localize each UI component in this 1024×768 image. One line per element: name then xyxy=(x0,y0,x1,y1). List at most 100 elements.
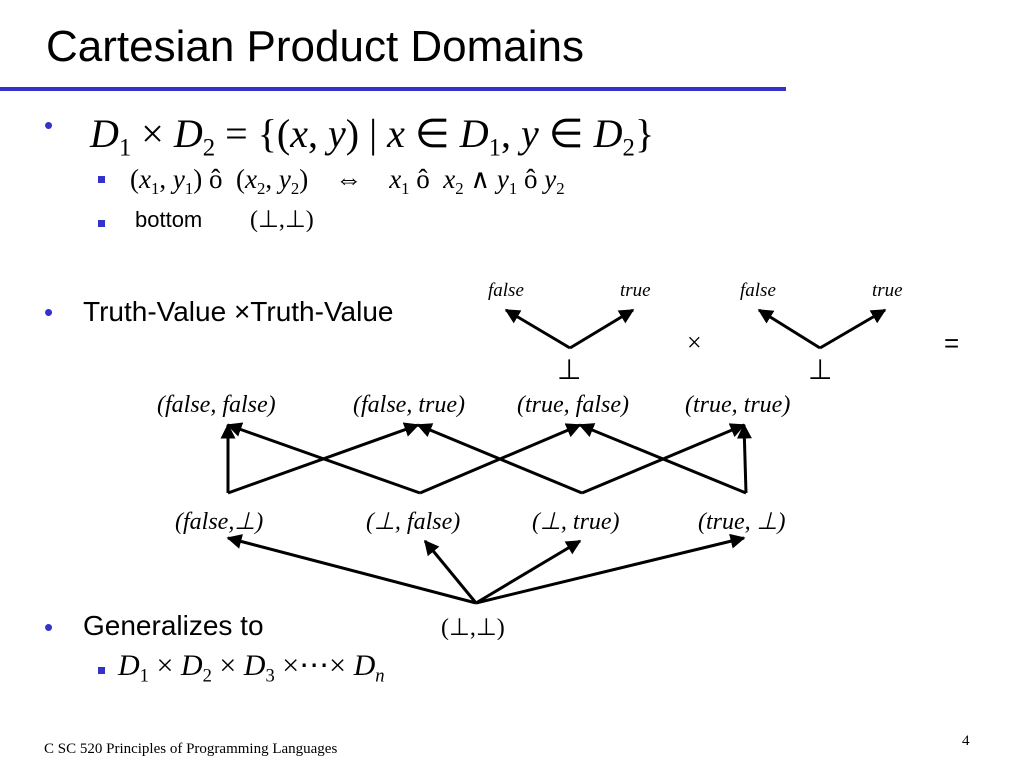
lattice-top-node: (true, false) xyxy=(517,392,629,418)
times-symbol: × xyxy=(329,649,347,682)
comma: , xyxy=(265,164,273,194)
subscript: 1 xyxy=(184,178,194,198)
lattice-arrow xyxy=(416,423,583,495)
bullet-marker: • xyxy=(44,110,54,140)
set-open: {( xyxy=(257,111,291,156)
lattice-middle-node: (false,⊥) xyxy=(175,509,264,535)
lattice-arrow xyxy=(475,539,582,605)
var-x: x xyxy=(443,164,456,194)
domain-symbol: D xyxy=(118,649,140,682)
tv-true-left: true xyxy=(620,280,651,301)
paren-open: ( xyxy=(235,164,245,194)
domain-symbol: D xyxy=(353,649,376,682)
domain-symbol: D xyxy=(243,649,266,682)
tv-arrow xyxy=(569,308,635,350)
subscript: 2 xyxy=(290,178,300,198)
lattice-arrow xyxy=(475,533,746,605)
paren-close: ) xyxy=(193,164,203,194)
domain-symbol: D xyxy=(90,111,119,156)
times-symbol: × xyxy=(141,111,164,156)
bottom-label: bottom xyxy=(135,207,203,232)
lattice-top-node: (false, false) xyxy=(157,392,276,418)
tv-arrow xyxy=(504,308,571,350)
subscript: 1 xyxy=(488,134,502,162)
such-that-bar: | xyxy=(369,111,378,156)
truth-value-product-label: Truth-Value ×Truth-Value xyxy=(83,296,394,327)
lattice-arrow xyxy=(226,534,477,605)
lattice-bottom-node: (⊥,⊥) xyxy=(441,615,505,641)
ellipsis: ⋯ xyxy=(299,649,330,682)
comma: , xyxy=(159,164,167,194)
lattice-middle-node: (true, ⊥) xyxy=(698,509,786,535)
comma: , xyxy=(308,111,319,156)
comma: , xyxy=(501,111,512,156)
times-symbol: × xyxy=(282,649,300,682)
subscript: 1 xyxy=(150,178,160,198)
tv-arrow xyxy=(819,308,887,350)
iff-symbol: ⇔ xyxy=(335,164,363,194)
title-underline xyxy=(0,87,786,91)
var-x: x xyxy=(139,164,151,194)
domain-symbol: D xyxy=(180,649,203,682)
bottom-value: (⊥,⊥) xyxy=(250,207,314,233)
ordering-definition: (x1, y1) ô (x2, y2) ⇔ x1 ô x2 ∧ y1 ô y2 xyxy=(130,164,565,199)
var-y: y xyxy=(544,164,557,194)
domain-symbol: D xyxy=(459,111,489,156)
tv-bottom-right: ⊥ xyxy=(808,355,833,386)
bullet-marker: • xyxy=(44,612,54,642)
product-symbol: × xyxy=(687,328,702,357)
subscript: 3 xyxy=(265,665,275,687)
sub-bullet-marker xyxy=(98,667,105,674)
general-product-formula: D1 × D2 × D3 ×⋯× Dn xyxy=(118,648,385,688)
subscript: 1 xyxy=(118,134,132,162)
and-symbol: ∧ xyxy=(470,164,491,194)
order-symbol: ô xyxy=(416,164,430,194)
sub-bullet-marker xyxy=(98,220,105,227)
tv-bottom-left: ⊥ xyxy=(557,355,582,386)
slide-title: Cartesian Product Domains xyxy=(46,22,585,71)
subscript: 2 xyxy=(202,665,212,687)
equals-symbol: = xyxy=(225,111,248,156)
pair-close: ) xyxy=(345,111,360,156)
var-x: x xyxy=(389,164,402,194)
var-y: y xyxy=(278,164,291,194)
element-of-symbol: ∈ xyxy=(414,111,450,156)
var-y: y xyxy=(172,164,185,194)
sub-bullet-marker xyxy=(98,176,105,183)
generalizes-label: Generalizes to xyxy=(83,610,264,641)
var-x: x xyxy=(244,164,257,194)
var-x: x xyxy=(290,111,309,156)
subscript: 2 xyxy=(202,134,216,162)
subscript: 2 xyxy=(455,178,464,198)
set-close: } xyxy=(634,111,655,156)
domain-symbol: D xyxy=(173,111,203,156)
var-x: x xyxy=(387,111,405,156)
lattice-top-node: (true, true) xyxy=(685,392,791,418)
order-symbol: ô xyxy=(208,164,223,194)
subscript: n xyxy=(375,665,385,687)
lattice-arrow xyxy=(578,423,747,495)
lattice-middle-node: (⊥, false) xyxy=(366,509,461,535)
times-symbol: × xyxy=(156,649,174,682)
tv-true-right: true xyxy=(872,280,903,301)
lattice-arrow xyxy=(226,422,421,495)
lattice-arrow xyxy=(423,539,478,604)
var-y: y xyxy=(496,164,509,194)
domain-symbol: D xyxy=(593,111,623,156)
var-y: y xyxy=(328,111,346,156)
subscript: 2 xyxy=(256,178,266,198)
subscript: 1 xyxy=(139,665,149,687)
paren-close: ) xyxy=(299,164,309,194)
lattice-top-node: (false, true) xyxy=(353,392,465,418)
page-number: 4 xyxy=(962,733,970,749)
subscript: 2 xyxy=(556,178,565,198)
bullet-marker: • xyxy=(44,297,54,327)
lattice-middle-node: (⊥, true) xyxy=(532,509,620,535)
subscript: 1 xyxy=(508,178,518,198)
tv-arrow xyxy=(757,308,821,350)
element-of-symbol: ∈ xyxy=(548,111,584,156)
paren-open: ( xyxy=(130,164,139,194)
order-symbol: ô xyxy=(524,164,538,194)
tv-false-right: false xyxy=(740,280,776,301)
